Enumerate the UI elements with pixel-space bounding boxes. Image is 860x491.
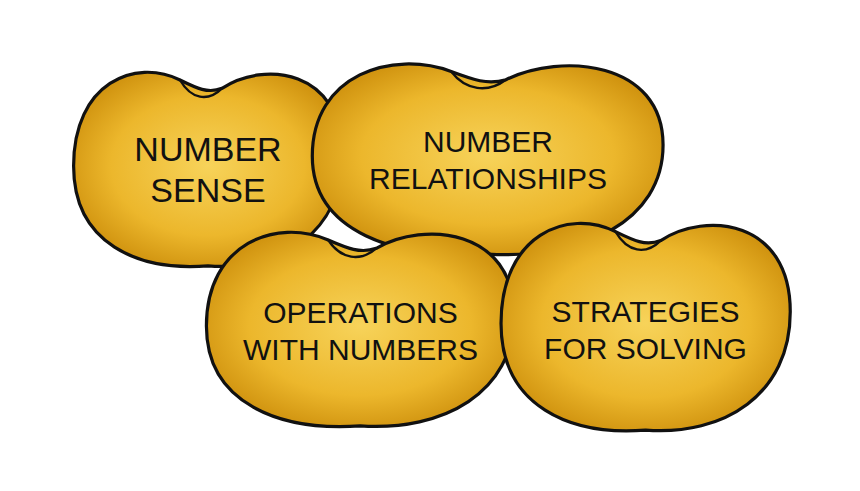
bean-node: STRATEGIES FOR SOLVING bbox=[495, 205, 796, 442]
bean-outline bbox=[313, 64, 664, 255]
bean-outline bbox=[207, 232, 515, 426]
bean-dimple bbox=[180, 80, 222, 97]
bean-dimple bbox=[328, 240, 376, 257]
bean-label: STRATEGIES FOR SOLVING bbox=[528, 294, 763, 367]
bean-label: NUMBER SENSE bbox=[118, 129, 298, 212]
bean-node: OPERATIONS WITH NUMBERS bbox=[200, 215, 521, 437]
bean-dimple bbox=[451, 72, 506, 89]
bean-label: OPERATIONS WITH NUMBERS bbox=[235, 295, 485, 368]
bean-label: NUMBER RELATIONSHIPS bbox=[345, 124, 630, 197]
bean-outline bbox=[501, 223, 790, 430]
bean-dimple bbox=[615, 232, 660, 250]
